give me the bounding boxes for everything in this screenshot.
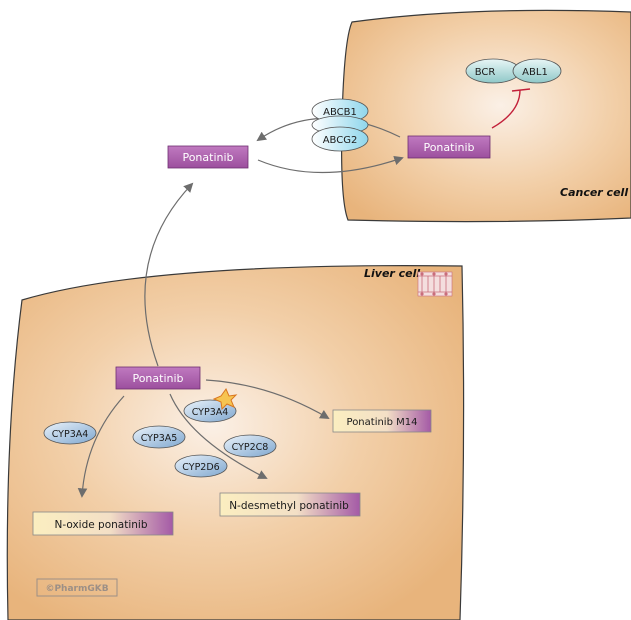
cyp3a5-enzyme: CYP3A5 — [132, 425, 186, 449]
star-icon — [212, 387, 238, 411]
svg-text:ABCG2: ABCG2 — [323, 135, 358, 146]
svg-text:CYP3A5: CYP3A5 — [141, 433, 178, 444]
svg-text:BCR: BCR — [475, 67, 496, 78]
membrane-transporter-icon — [417, 271, 453, 297]
svg-text:N-oxide ponatinib: N-oxide ponatinib — [55, 519, 148, 531]
m14-arrow — [205, 379, 330, 419]
pharmgkb-credit: ©PharmGKB — [36, 578, 118, 597]
liver-cell-label: Liver cell — [364, 267, 420, 280]
svg-text:CYP2C8: CYP2C8 — [232, 442, 269, 453]
metabolite-n-desmethyl: N-desmethyl ponatinib — [219, 492, 361, 517]
svg-text:CYP2D6: CYP2D6 — [182, 462, 219, 473]
svg-text:CYP3A4: CYP3A4 — [52, 429, 89, 440]
ponatinib-cancer-cell: Ponatinib — [407, 135, 491, 159]
cyp3a4-enzyme-left: CYP3A4 — [43, 421, 97, 445]
svg-text:ABCB1: ABCB1 — [323, 107, 357, 118]
abl1-protein: ABL1 — [512, 58, 562, 84]
ponatinib-liver-cell: Ponatinib — [115, 366, 201, 390]
abcg2-transporter: ABCG2 — [311, 126, 369, 152]
liver-to-plasma-arrow — [144, 182, 194, 367]
cyp2c8-enzyme: CYP2C8 — [223, 434, 277, 458]
svg-text:©PharmGKB: ©PharmGKB — [45, 584, 108, 594]
svg-text:Ponatinib: Ponatinib — [423, 141, 474, 154]
svg-text:Ponatinib: Ponatinib — [182, 151, 233, 164]
bcr-protein: BCR — [465, 58, 521, 84]
svg-text:Ponatinib M14: Ponatinib M14 — [347, 417, 418, 428]
ponatinib-plasma: Ponatinib — [167, 145, 249, 169]
inhibition-line — [491, 88, 531, 129]
svg-text:ABL1: ABL1 — [522, 67, 548, 78]
metabolite-m14: Ponatinib M14 — [332, 409, 432, 433]
metabolite-n-oxide: N-oxide ponatinib — [32, 511, 174, 536]
n-desmethyl-arrow — [169, 393, 268, 479]
cancer-cell-label: Cancer cell — [560, 186, 628, 199]
svg-text:Ponatinib: Ponatinib — [132, 372, 183, 385]
cyp2d6-enzyme: CYP2D6 — [174, 454, 228, 478]
svg-text:CYP3A4: CYP3A4 — [192, 407, 229, 418]
n-oxide-arrow — [77, 395, 125, 498]
uptake-arrow — [257, 155, 404, 174]
svg-text:N-desmethyl ponatinib: N-desmethyl ponatinib — [229, 500, 349, 512]
